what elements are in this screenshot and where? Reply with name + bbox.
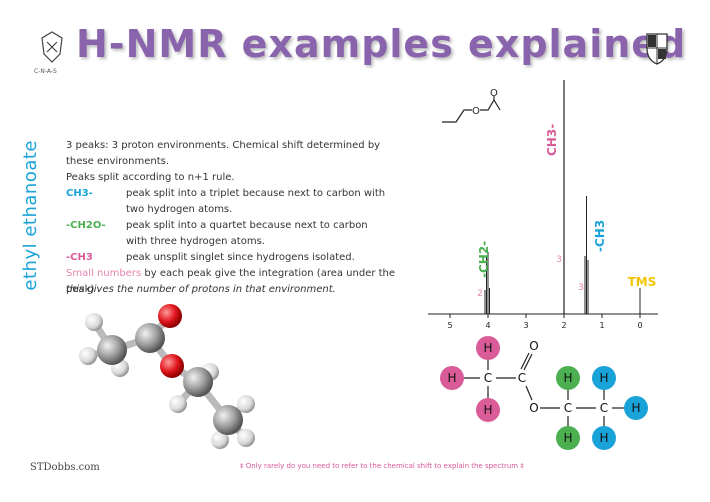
peak-label-tms: TMS [628,275,657,289]
integration-ch3-right: 3 [578,283,584,293]
peak-desc-ch2o: peak split into a quartet because next t… [126,220,368,247]
explanation-line-2: Peaks split according to n+1 rule. [66,172,235,183]
atom-h-blue [624,396,648,420]
atom-h-blue [592,366,616,390]
integration-note: Small numbers by each peak give the inte… [66,266,396,298]
integration-highlight: Small numbers [66,268,142,279]
crest-left-icon [38,30,66,66]
atom-h-green [556,366,580,390]
peak-label-ch3-left: CH3- [545,124,559,156]
atom-label-c: C [518,371,526,385]
nmr-spectrum: 5 4 3 2 1 0 2 3 3 -CH2- CH3- -CH3 TMS [428,76,664,334]
peak-group-ch3-singlet: -CH3 [66,252,93,263]
axis-tick-label: 5 [447,321,452,330]
atom-label-h: H [483,403,492,417]
axis-tick-label: 1 [599,321,604,330]
peak-triplet [584,196,589,314]
atom-h-pink [440,366,464,390]
atom-label-h: H [483,341,492,355]
atom-label-c: C [564,401,572,415]
atom-label-h: H [563,431,572,445]
atom-h-pink [476,398,500,422]
atom-label-c: C [484,371,492,385]
axis-tick-label: 3 [523,321,528,330]
structural-formula: H H H C C O O C C H H H H H [436,336,656,456]
page-title: H-NMR examples explained [76,22,687,66]
axis-tick-label: 0 [637,321,642,330]
compound-name: ethyl ethanoate [20,140,41,291]
integration-rest: by each peak give the integration (area … [66,268,396,295]
compound-name-vertical: ethyl ethanoate [20,140,60,300]
skeletal-formula: O O [438,88,502,128]
explanation-line-1: 3 peaks: 3 proton environments. Chemical… [66,140,381,167]
crest-left-caption: C-N-A-S [34,68,57,75]
atom-label-o: O [529,401,538,415]
integration-italic: this gives the number of protons in that… [66,284,336,295]
atom-label-h: H [599,371,608,385]
axis-tick-label: 2 [561,321,566,330]
peak-label-ch2: -CH2- [477,241,491,278]
atom-label-h: H [447,371,456,385]
crest-right-icon [642,28,672,66]
atom-label-o: O [529,339,538,353]
peak-group-ch2o: -CH2O- [66,220,106,231]
atom-label-c: C [600,401,608,415]
atom-h-blue [592,426,616,450]
axis-tick-label: 4 [485,321,490,330]
atom-h-pink [476,336,500,360]
peak-label-ch3-right: -CH3 [593,220,607,252]
skeletal-oxygen-carbonyl: O [490,88,498,99]
atom-label-h: H [599,431,608,445]
peak-quartet [484,252,490,314]
atom-label-h: H [563,371,572,385]
atom-h-green [556,426,580,450]
peak-group-ch3: CH3- [66,188,93,199]
peak-desc-ch3-singlet: peak unsplit singlet since hydrogens iso… [126,252,355,263]
atom-label-h: H [631,401,640,415]
molecule-3d-model [70,300,270,460]
brand-footer: STDobbs.com [30,462,100,473]
integration-ch3-left: 3 [556,255,562,265]
skeletal-oxygen-ester: O [472,106,480,117]
peak-desc-ch3: peak split into a triplet because next t… [126,188,386,215]
integration-ch2: 2 [477,289,483,299]
footer-note: ‡ Only rarely do you need to refer to th… [240,462,524,470]
